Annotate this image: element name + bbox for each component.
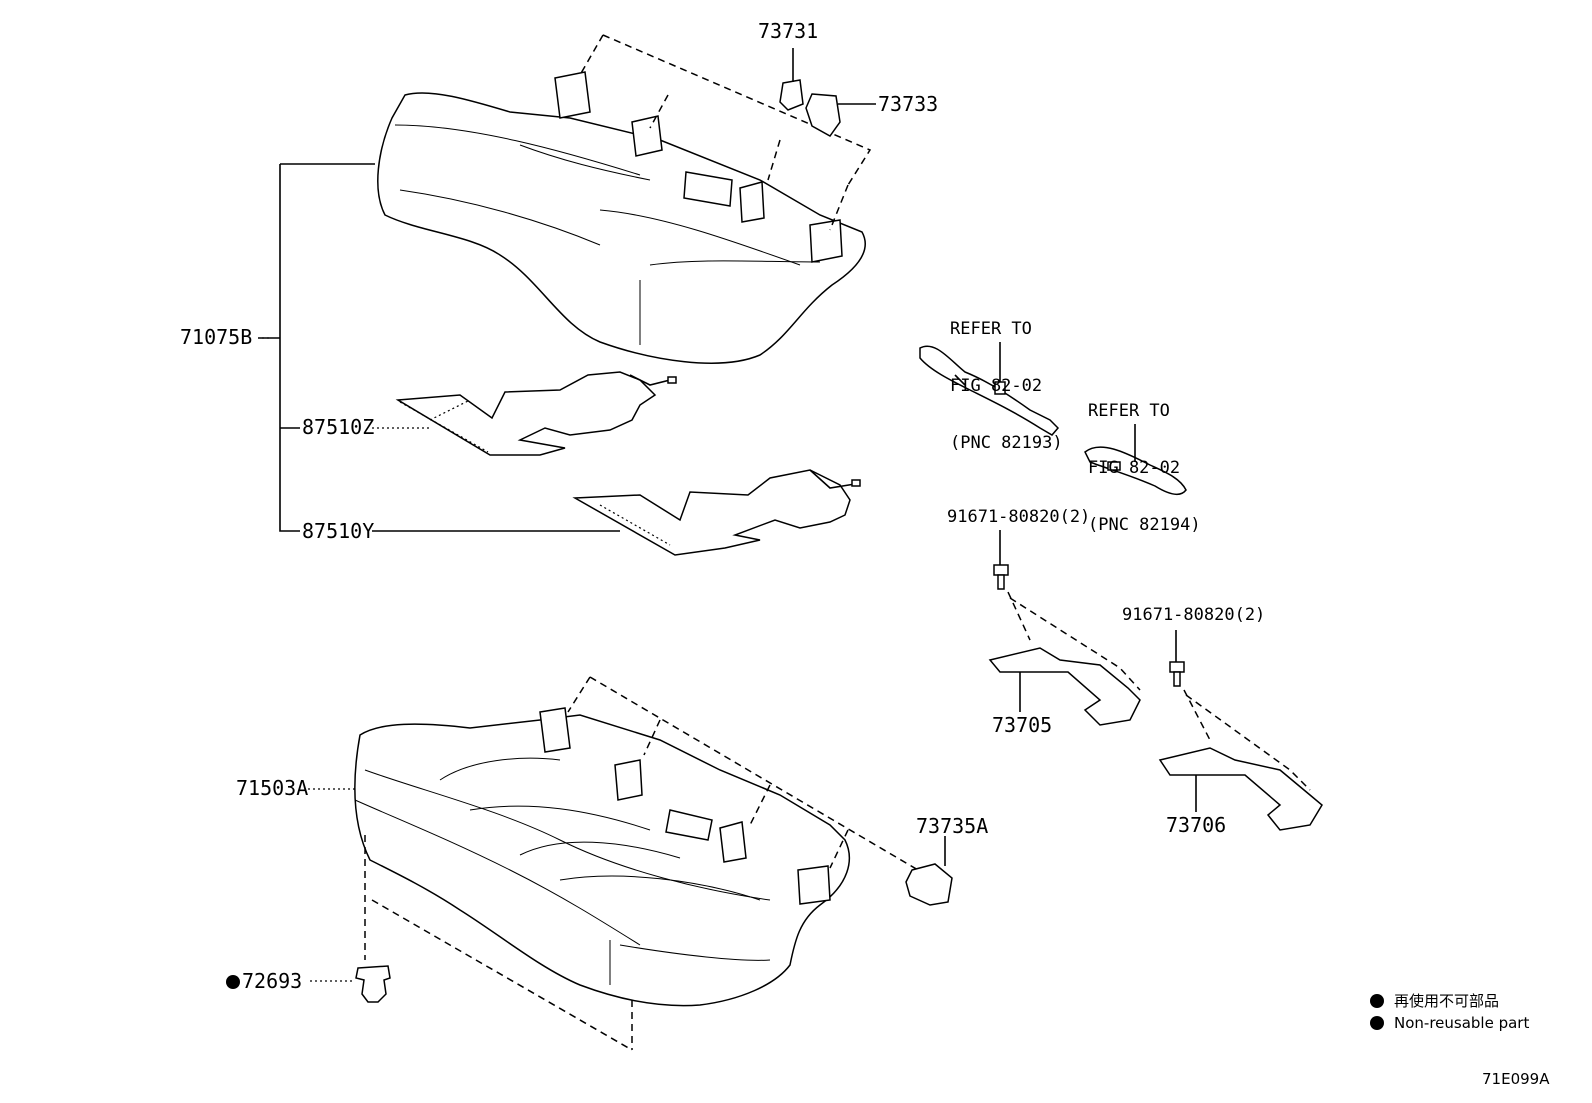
label-71075B[interactable]: 71075B (180, 325, 253, 349)
non-reusable-dot-icon (1370, 994, 1384, 1008)
legend-item-en: Non-reusable part (1370, 1012, 1529, 1034)
label-73706[interactable]: 73706 (1166, 813, 1227, 837)
bracket-73706 (1158, 747, 1323, 831)
non-reusable-dot-icon (226, 975, 240, 989)
seat-heater-87510Z (372, 371, 677, 456)
clip-72693 (310, 965, 391, 1003)
clip-73731 (779, 48, 804, 111)
label-72693-text: 72693 (242, 969, 303, 993)
wire-harness-82194 (1084, 424, 1187, 496)
bolt-91671-2 (1169, 630, 1311, 791)
seat-back-cushion (377, 71, 866, 364)
seat-cushion (354, 707, 851, 1007)
figure-id: 71E099A (1482, 1070, 1550, 1088)
label-87510Y[interactable]: 87510Y (302, 519, 375, 543)
label-87510Z[interactable]: 87510Z (302, 415, 375, 439)
legend-text-en: Non-reusable part (1394, 1014, 1530, 1032)
label-73733[interactable]: 73733 (878, 92, 939, 116)
legend-item-jp: 再使用不可部品 (1370, 990, 1529, 1012)
refer-note-line: REFER TO (950, 319, 1032, 339)
label-71503A[interactable]: 71503A (236, 776, 309, 800)
label-73735A[interactable]: 73735A (916, 814, 989, 838)
refer-note-line: FIG 82-02 (1088, 458, 1181, 478)
bolt-91671-1 (993, 530, 1141, 691)
seat-heater-87510Y (372, 469, 861, 556)
bracket-73705 (988, 647, 1141, 726)
clip-73733 (805, 93, 876, 137)
refer-note-line: FIG 82-02 (950, 376, 1043, 396)
refer-note-82194[interactable]: REFER TO FIG 82-02 (PNC 82194) (1088, 364, 1201, 554)
legend-text-jp: 再使用不可部品 (1394, 992, 1500, 1010)
refer-note-line: (PNC 82193) (950, 433, 1063, 453)
label-73731[interactable]: 73731 (758, 19, 819, 43)
legend: 再使用不可部品 Non-reusable part (1370, 990, 1529, 1034)
clip-73735A (905, 836, 953, 906)
wire-harness-82193 (919, 342, 1060, 436)
label-bolt-91671-1[interactable]: 91671-80820(2) (947, 507, 1091, 527)
label-bolt-91671-2[interactable]: 91671-80820(2) (1122, 605, 1266, 625)
label-72693[interactable]: 72693 (226, 970, 302, 992)
refer-note-line: REFER TO (1088, 401, 1170, 421)
non-reusable-dot-icon (1370, 1016, 1384, 1030)
refer-note-line: (PNC 82194) (1088, 515, 1201, 535)
refer-note-82193[interactable]: REFER TO FIG 82-02 (PNC 82193) (950, 282, 1063, 472)
label-73705[interactable]: 73705 (992, 713, 1053, 737)
